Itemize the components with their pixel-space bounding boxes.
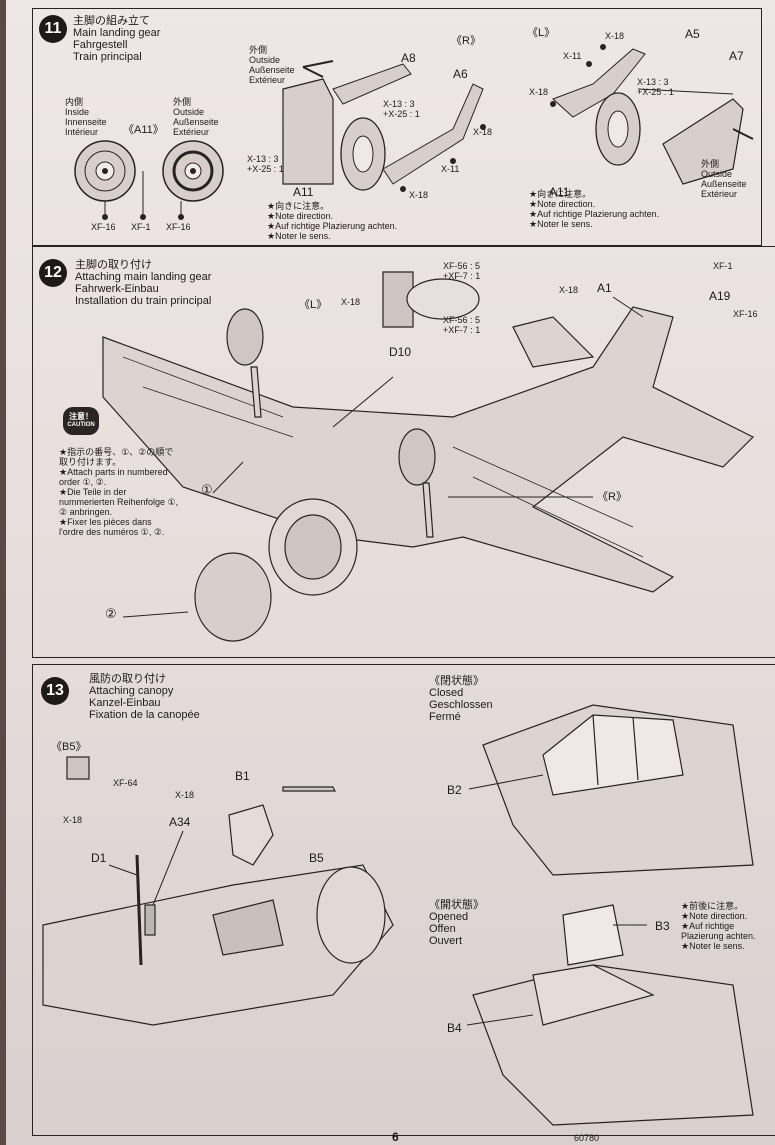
part-a34: A34 (169, 815, 191, 829)
mix-r1: X-13 : 3 +X-25 : 1 (383, 99, 420, 119)
r-view-label: 《R》 (597, 491, 627, 503)
part-b5: B5 (309, 851, 324, 865)
step-13-illustration (42, 704, 754, 1126)
step-title: 主脚の組み立て Main landing gear Fahrgestell Tr… (73, 15, 160, 63)
x18-left: X-18 (341, 297, 361, 307)
step-number: 11 (44, 20, 62, 37)
x11-r: X-11 (441, 164, 460, 174)
x18-r: X-18 (473, 127, 493, 137)
part-b3: B3 (655, 919, 670, 933)
wheel-outside-drawing (162, 140, 224, 202)
x18-r2: X-18 (409, 190, 429, 200)
step-number-badge: 13 (41, 677, 69, 705)
title-jp: 主脚の組み立て (73, 15, 150, 27)
order-1-marker: ① (201, 482, 213, 497)
paint-xf16-a: XF-16 (91, 222, 116, 232)
outside-r-label: 外側 Outside Außenseite Extérieur (249, 45, 295, 85)
caution-badge: 注意！ CAUTION (63, 407, 99, 435)
wheel-inside-drawing (74, 140, 136, 202)
paint-xf16-b: XF-16 (166, 222, 191, 232)
opened-label: 《開状態》 Opened Offen Ouvert (429, 899, 484, 947)
title-en: Main landing gear (73, 27, 161, 39)
cockpit-assembly-drawing (42, 756, 394, 1026)
x18-a34: X-18 (175, 790, 195, 800)
leader-lines (122, 296, 644, 618)
footer-code: 60780 (574, 1133, 600, 1143)
caution-text: ★指示の番号、①、②の順で 取り付けます。 ★Attach parts in n… (59, 447, 179, 537)
closed-canopy-drawing (482, 704, 754, 876)
step-12-illustration (102, 271, 755, 642)
part-b1: B1 (235, 769, 250, 783)
gear-right-drawing (282, 60, 484, 191)
x11-l: X-11 (563, 51, 582, 61)
part-b4: B4 (447, 1021, 462, 1035)
part-a7: A7 (729, 49, 744, 63)
mix-l1: X-13 : 3 +X-25 : 1 (637, 77, 674, 97)
note-r: ★向きに注意。 ★Note direction. ★Auf richtige P… (267, 201, 398, 241)
title-de: Fahrgestell (73, 39, 128, 51)
step-11-illustration (74, 44, 754, 220)
a11-view-label: 《A11》 (123, 124, 164, 136)
x18-a1: X-18 (559, 285, 579, 295)
paint-xf1: XF-1 (131, 222, 151, 232)
outside-label: 外側 Outside Außenseite Extérieur (173, 97, 219, 137)
x18-b5: X-18 (63, 815, 83, 825)
mix-bottom: XF-56 : 5 +XF-7 : 1 (443, 315, 481, 335)
step-number-badge: 11 (39, 15, 67, 43)
part-d10: D10 (389, 345, 412, 359)
leader-lines (108, 774, 647, 1026)
part-d1: D1 (91, 851, 107, 865)
l-view-label: 《L》 (299, 299, 328, 311)
paint-markers (102, 44, 606, 220)
part-a8: A8 (401, 51, 416, 65)
note-l: ★向きに注意。 ★Note direction. ★Auf richtige P… (529, 189, 660, 229)
step-number-badge: 12 (39, 259, 67, 287)
part-a11-l: A11 (549, 185, 570, 199)
b5-view-label: 《B5》 (51, 741, 87, 753)
inside-label: 内側 Inside Innenseite Intérieur (65, 97, 107, 137)
step-number: 12 (44, 264, 62, 281)
mix-top: XF-56 : 5 +XF-7 : 1 (443, 261, 481, 281)
order-2-marker: ② (105, 606, 117, 621)
part-a19: A19 (709, 289, 731, 303)
aircraft-underside-drawing (102, 271, 755, 642)
part-b2: B2 (447, 783, 462, 797)
step-11-panel: 11 主脚の組み立て Main landing gear Fahrgestell… (32, 8, 762, 246)
direction-note: ★前後に注意。 ★Note direction. ★Auf richtige P… (681, 901, 756, 951)
step-12-panel: 12 主脚の取り付け Attaching main landing gear F… (32, 246, 775, 658)
closed-label: 《閉状態》 Closed Geschlossen Fermé (429, 675, 493, 723)
paint-xf16: XF-16 (733, 309, 758, 319)
part-a1: A1 (597, 281, 612, 295)
l-view-label: 《L》 (527, 27, 556, 39)
paint-xf1: XF-1 (713, 261, 733, 271)
part-a5: A5 (685, 27, 700, 41)
page-number: 6 (392, 1130, 399, 1144)
instruction-sheet: 11 主脚の組み立て Main landing gear Fahrgestell… (6, 0, 775, 1145)
gear-left-drawing (552, 48, 754, 185)
title-fr: Train principal (73, 51, 142, 63)
step-title: 風防の取り付け Attaching canopy Kanzel-Einbau F… (89, 673, 200, 721)
x18-l2: X-18 (529, 87, 549, 97)
part-a11-r: A11 (293, 185, 314, 199)
part-a6: A6 (453, 67, 468, 81)
paint-xf64: XF-64 (113, 778, 138, 788)
step-13-panel: 13 風防の取り付け Attaching canopy Kanzel-Einba… (32, 664, 775, 1136)
step-title: 主脚の取り付け Attaching main landing gear Fahr… (75, 259, 212, 307)
outside-l-label: 外側 Outside Außenseite Extérieur (701, 159, 747, 199)
x18-l: X-18 (605, 31, 625, 41)
open-canopy-drawing (472, 904, 754, 1126)
step-number: 13 (46, 682, 64, 699)
r-view-label: 《R》 (451, 35, 481, 47)
mix-r2: X-13 : 3 +X-25 : 1 (247, 154, 284, 174)
